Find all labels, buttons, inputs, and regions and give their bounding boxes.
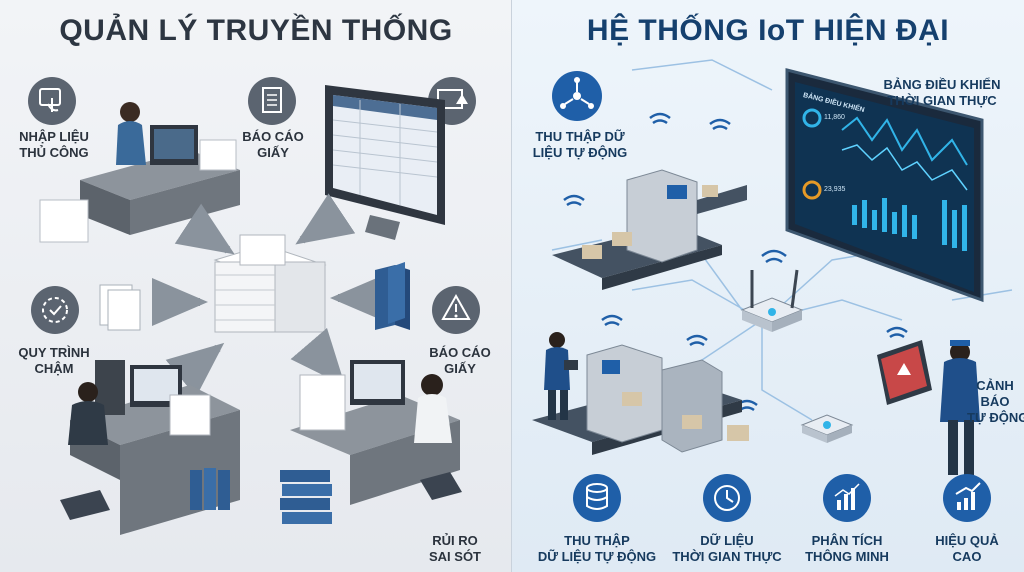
traditional-management-panel: QUẢN LÝ TRUYỀN THỐNG xyxy=(0,0,512,572)
document-icon xyxy=(248,77,296,125)
left-title: QUẢN LÝ TRUYỀN THỐNG xyxy=(59,14,453,47)
warning-icon xyxy=(432,286,480,334)
paper-stack xyxy=(213,234,327,333)
right-title: HỆ THỐNG IoT HIỆN ĐẠI xyxy=(586,14,950,47)
router xyxy=(740,269,804,332)
realtime-dashboard-screen xyxy=(785,68,984,303)
conveyor-top xyxy=(552,169,747,290)
growth-chart-icon xyxy=(943,474,991,522)
conveyor-bottom xyxy=(532,344,749,455)
iot-hub xyxy=(800,414,854,443)
screen-value-2: 23,935 xyxy=(824,186,846,193)
iot-system-panel: HỆ THỐNG IoT HIỆN ĐẠI xyxy=(512,0,1024,572)
bar-chart-icon xyxy=(823,474,871,522)
bottom-left-workstation xyxy=(60,360,240,535)
bottom-right-workstation xyxy=(280,360,462,524)
hand-touch-icon xyxy=(28,77,76,125)
alert-worker xyxy=(877,340,980,475)
spreadsheet-monitor xyxy=(325,85,445,240)
iot-illustration xyxy=(532,59,1013,522)
traditional-illustration xyxy=(28,77,480,535)
manual-entry-desk xyxy=(39,102,240,243)
database-icon xyxy=(573,474,621,522)
clock-icon xyxy=(703,474,751,522)
slow-process-icon xyxy=(31,286,79,334)
screen-value-1: 11,860 xyxy=(824,114,845,121)
worker-with-tablet xyxy=(544,332,578,420)
sensor-network-icon xyxy=(552,71,602,121)
binders xyxy=(375,262,410,330)
